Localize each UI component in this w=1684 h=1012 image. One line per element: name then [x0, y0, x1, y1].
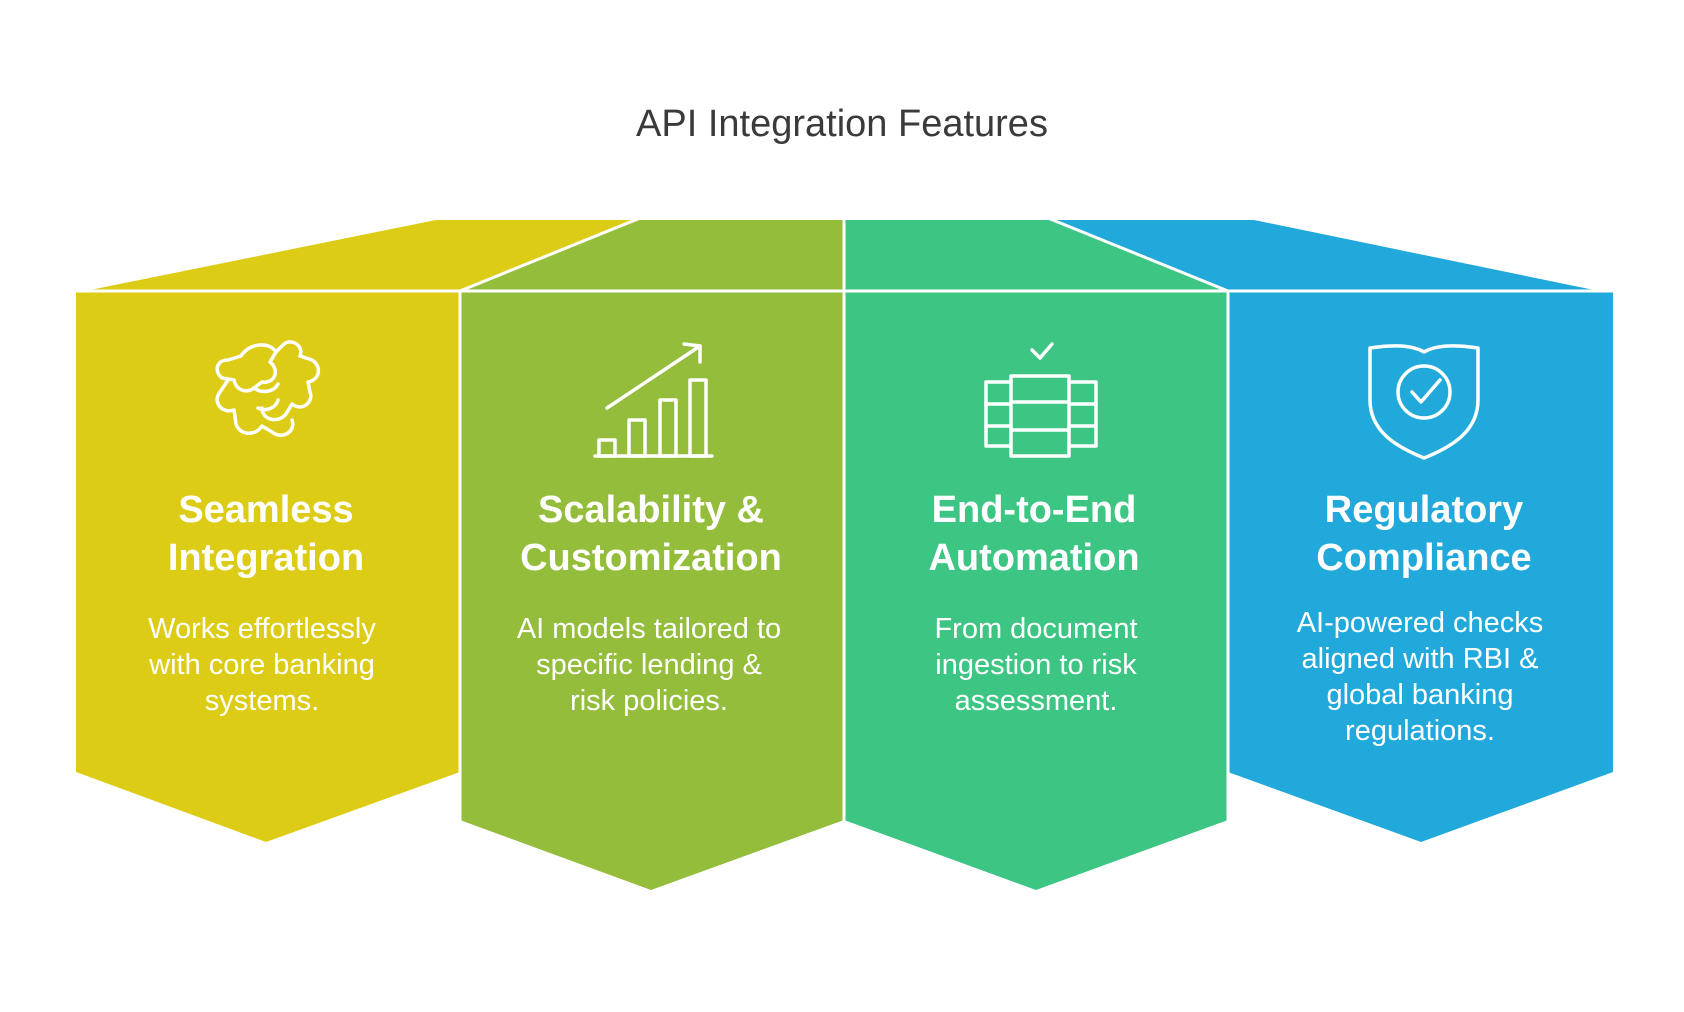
card-text-scalability: Scalability & Customization AI models ta… [517, 489, 782, 717]
card-shape-scalability [460, 292, 844, 890]
feature-card-scalability [460, 220, 844, 890]
feature-title: End-to-End [932, 489, 1137, 531]
card-text-automation: End-to-End Automation From document inge… [928, 489, 1139, 717]
card-text-seamless: Seamless Integration Works effortlessly … [148, 489, 376, 717]
card-shape-seamless [76, 292, 460, 842]
page-title: API Integration Features [636, 103, 1048, 145]
feature-description: specific lending & [536, 649, 762, 681]
card-shape-automation [844, 292, 1228, 890]
feature-title: Scalability & [538, 489, 764, 531]
feature-title: Customization [520, 537, 782, 579]
feature-description: with core banking [148, 649, 375, 681]
feature-title: Seamless [178, 489, 353, 531]
feature-title: Regulatory [1325, 489, 1523, 531]
feature-description: From document [934, 613, 1137, 645]
feature-description: Works effortlessly [148, 613, 376, 645]
feature-description: systems. [205, 685, 319, 717]
feature-title: Integration [168, 537, 364, 579]
feature-description: AI-powered checks [1297, 607, 1544, 639]
card-top-automation [844, 220, 1228, 290]
feature-description: ingestion to risk [935, 649, 1137, 681]
card-top-scalability [460, 220, 844, 290]
feature-card-automation [844, 220, 1228, 890]
card-separators [60, 215, 1630, 900]
feature-description: global banking [1326, 679, 1513, 711]
feature-description: regulations. [1345, 715, 1495, 747]
card-text-compliance: Regulatory Compliance AI-powered checks … [1297, 489, 1544, 747]
growth-chart-icon [593, 342, 714, 458]
feature-description: aligned with RBI & [1302, 643, 1539, 675]
card-shape-compliance [1228, 292, 1613, 842]
feature-title: Automation [928, 537, 1139, 579]
feature-description: assessment. [955, 685, 1118, 717]
handshake-puzzle-icon [215, 340, 321, 437]
feature-title: Compliance [1316, 537, 1531, 579]
server-check-icon [984, 342, 1098, 458]
shield-check-icon [1368, 344, 1480, 460]
feature-description: AI models tailored to [517, 613, 781, 645]
feature-description: risk policies. [570, 685, 728, 717]
